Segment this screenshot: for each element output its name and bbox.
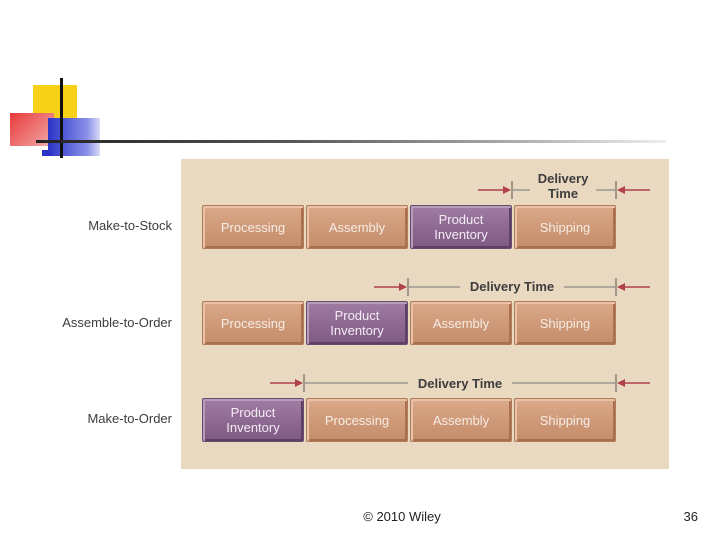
- row-label-make-to-stock: Make-to-Stock: [88, 218, 172, 233]
- stage-box: Processing: [202, 205, 304, 249]
- delivery-time-label: Delivery Time: [530, 171, 596, 201]
- page-number: 36: [683, 509, 698, 524]
- stage-box: Processing: [306, 398, 408, 442]
- stage-box: Product Inventory: [410, 205, 512, 249]
- stage-box: Shipping: [514, 398, 616, 442]
- stage-box-label: Assembly: [432, 412, 490, 428]
- stage-box-label: Product Inventory: [226, 405, 280, 435]
- stage-box: Product Inventory: [306, 301, 408, 345]
- stage-box-label: Processing: [324, 412, 390, 428]
- stage-box: Assembly: [306, 205, 408, 249]
- title-underline: [36, 140, 666, 143]
- delivery-time-label: Delivery Time: [460, 279, 564, 294]
- decorative-vertical-line: [60, 78, 63, 158]
- stage-box-label: Product Inventory: [434, 212, 488, 242]
- stage-box: Shipping: [514, 301, 616, 345]
- stage-box-label: Processing: [220, 315, 286, 331]
- stage-box-label: Assembly: [432, 315, 490, 331]
- stage-box: Product Inventory: [202, 398, 304, 442]
- stage-box-label: Shipping: [539, 219, 591, 235]
- stage-box-label: Shipping: [539, 412, 591, 428]
- stage-box-label: Processing: [220, 219, 286, 235]
- row-label-make-to-order: Make-to-Order: [87, 411, 172, 426]
- stage-box-label: Shipping: [539, 315, 591, 331]
- stage-box-label: Product Inventory: [330, 308, 384, 338]
- stage-box: Shipping: [514, 205, 616, 249]
- stage-box: Processing: [202, 301, 304, 345]
- footer-copyright: © 2010 Wiley: [363, 509, 441, 524]
- decorative-blue-square: [48, 118, 100, 156]
- delivery-time-label: Delivery Time: [408, 376, 512, 391]
- stage-box: Assembly: [410, 398, 512, 442]
- stage-box: Assembly: [410, 301, 512, 345]
- row-label-assemble-to-order: Assemble-to-Order: [62, 315, 172, 330]
- stage-box-label: Assembly: [328, 219, 386, 235]
- decorative-blue-bar: [42, 150, 52, 156]
